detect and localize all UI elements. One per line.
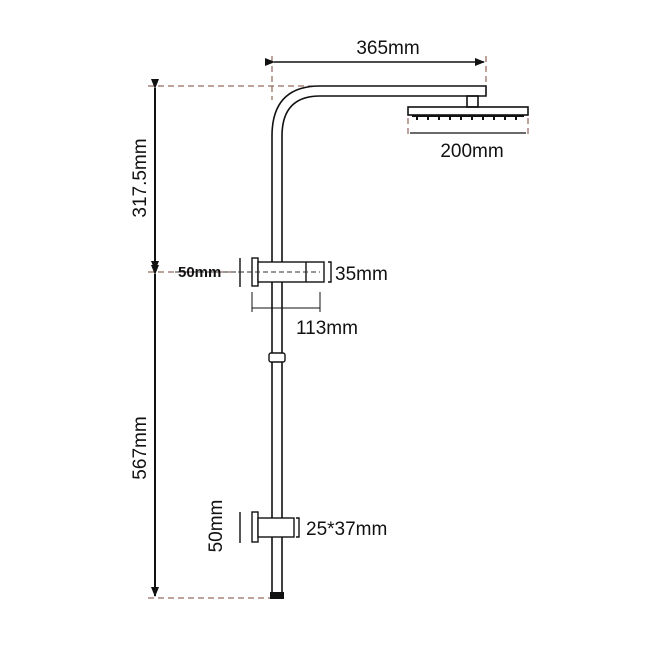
rail-end-cap	[270, 592, 284, 599]
shower-head-nozzles	[412, 115, 524, 120]
arm-width-label: 365mm	[356, 38, 419, 59]
lower-height-label: 567mm	[130, 416, 151, 479]
lower-holder	[239, 511, 300, 543]
upper-holder-depth-label: 35mm	[335, 264, 388, 285]
lower-holder-height-label: 50mm	[206, 500, 227, 553]
upper-height-label: 317.5mm	[130, 138, 151, 217]
head-diameter-label: 200mm	[440, 141, 503, 162]
upper-holder-length-label: 113mm	[296, 318, 358, 339]
rail-slider	[268, 352, 286, 363]
upper-holder	[239, 257, 332, 312]
upper-holder-height-label: 50mm	[178, 264, 221, 281]
lower-holder-size-label: 25*37mm	[306, 519, 387, 540]
